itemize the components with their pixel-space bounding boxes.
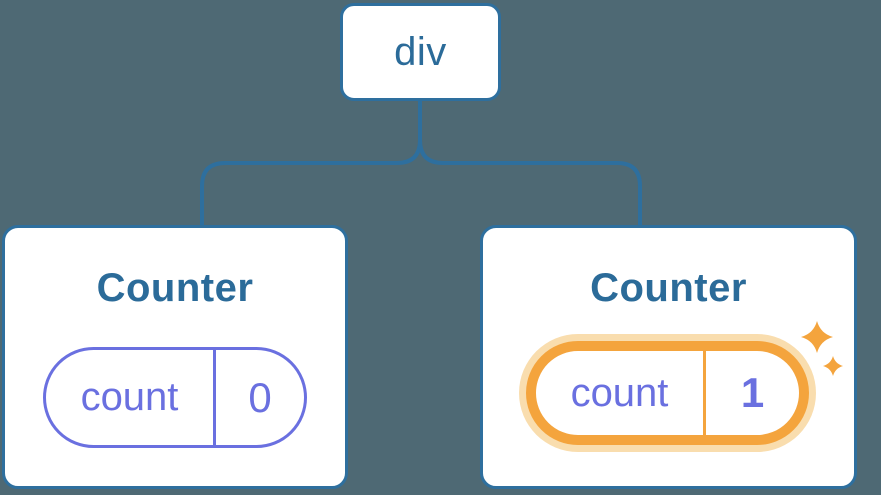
sparkles-icon [801,321,843,376]
counter-card-right: Counter count 1 [480,225,857,489]
state-key: count [46,350,216,445]
state-key: count [536,351,706,435]
connector-branch-right [418,139,642,226]
sparkle-small [823,356,843,376]
counter-title: Counter [96,266,254,310]
connector-branch-left [200,139,422,226]
sparkle-large [801,321,833,353]
state-pill-highlighted: count 1 [526,341,809,445]
root-node-div: div [340,3,501,101]
counter-card-left: Counter count 0 [2,225,348,489]
state-value: 0 [248,373,272,421]
root-node-label: div [394,29,447,74]
state-value: 1 [740,369,765,416]
counter-title: Counter [590,266,747,310]
state-pill: count 0 [43,347,307,448]
